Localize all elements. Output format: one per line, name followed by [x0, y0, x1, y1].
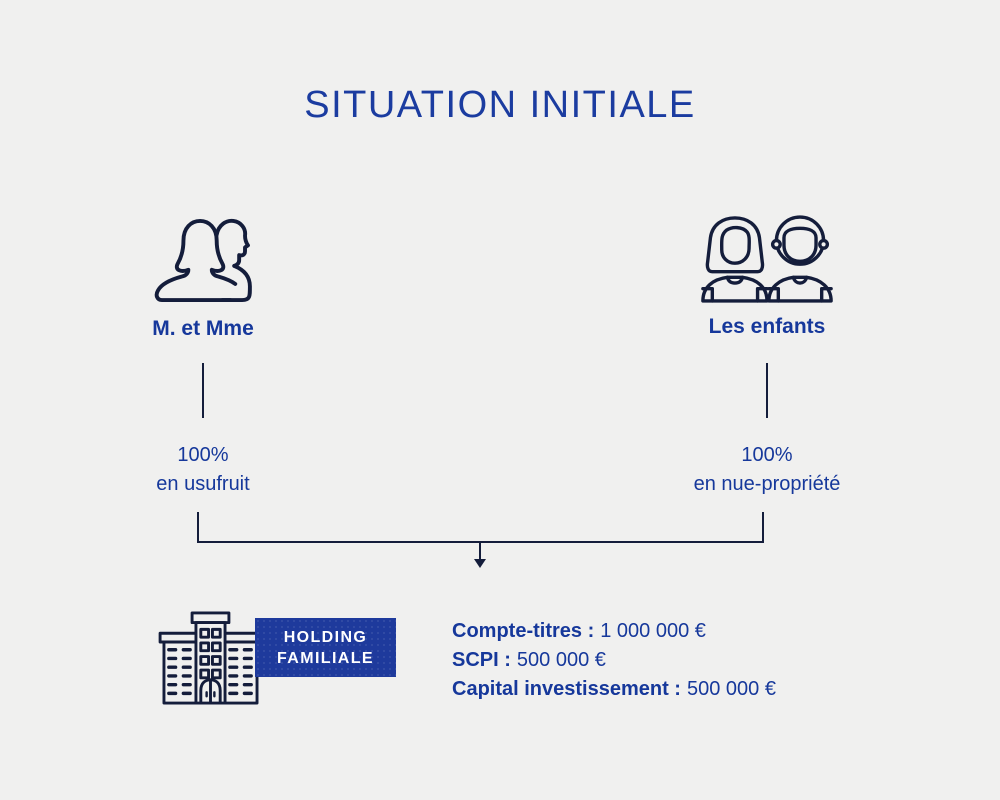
children-label: Les enfants	[708, 315, 826, 338]
parents-share: 100% en usufruit	[93, 441, 313, 499]
asset-label: Compte-titres :	[452, 620, 595, 642]
asset-value: 1 000 000 €	[600, 620, 706, 642]
children-share-type: en nue-propriété	[693, 473, 841, 495]
parents-share-type: en usufruit	[156, 473, 250, 495]
asset-label: Capital investissement :	[452, 678, 681, 700]
asset-label: SCPI :	[452, 649, 511, 671]
couple-icon	[154, 218, 252, 303]
holding-assets: Compte-titres :1 000 000 € SCPI :500 000…	[452, 617, 776, 704]
children-icon	[701, 215, 833, 303]
asset-row-scpi: SCPI :500 000 €	[452, 646, 776, 675]
asset-row-compte-titres: Compte-titres :1 000 000 €	[452, 617, 776, 646]
parents-entity: M. et Mme	[123, 218, 283, 341]
building-icon	[158, 611, 263, 705]
children-share-percent: 100%	[741, 444, 793, 466]
merge-bracket	[197, 512, 764, 543]
children-connector-line	[766, 363, 768, 418]
holding-badge-line1: HOLDING	[283, 628, 368, 646]
children-entity: Les enfants	[687, 214, 847, 339]
children-share: 100% en nue-propriété	[657, 441, 877, 499]
parents-share-percent: 100%	[177, 444, 229, 466]
arrow-down-stem	[479, 543, 481, 561]
diagram-title: SITUATION INITIALE	[304, 84, 696, 126]
parents-connector-line	[202, 363, 204, 418]
asset-value: 500 000 €	[686, 678, 776, 700]
asset-value: 500 000 €	[516, 649, 606, 671]
asset-row-capital-investissement: Capital investissement :500 000 €	[452, 675, 776, 704]
parents-label: M. et Mme	[152, 317, 254, 340]
holding-badge: HOLDING FAMILIALE	[255, 618, 396, 677]
holding-badge-line2: FAMILIALE	[276, 649, 375, 667]
arrow-down-icon	[474, 559, 486, 568]
